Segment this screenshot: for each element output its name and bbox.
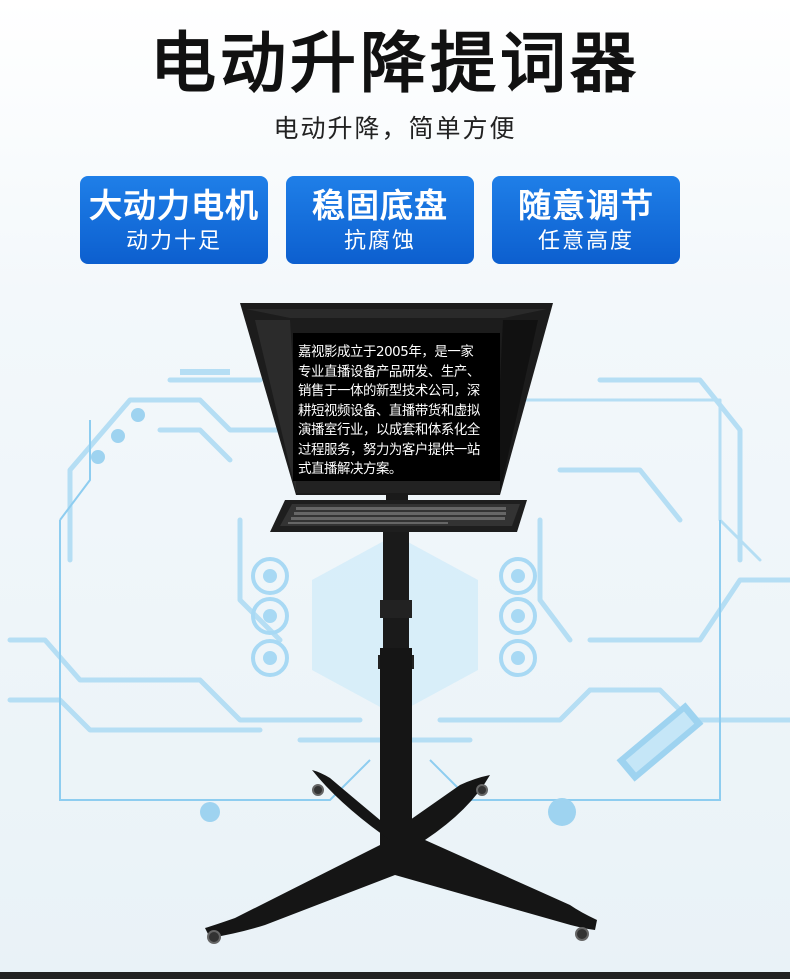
teleprompter-screen-text: 嘉视影成立于2005年，是一家 专业直播设备产品研发、生产、 销售于一体的新型技… (298, 343, 498, 480)
page-subtitle: 电动升降，简单方便 (273, 114, 517, 143)
feature-heading: 随意调节 (518, 186, 654, 225)
feature-badge-motor: 大动力电机 动力十足 (80, 176, 268, 264)
screen-line: 过程服务，努力为客户提供一站 (298, 442, 480, 458)
page-title: 电动升降提词器 (150, 25, 640, 102)
feature-badge-adjust: 随意调节 任意高度 (492, 176, 680, 264)
feature-sub: 抗腐蚀 (343, 229, 416, 254)
screen-line: 销售于一体的新型技术公司，深 (298, 384, 480, 399)
feature-heading: 稳固底盘 (312, 186, 448, 225)
feature-heading: 大动力电机 (89, 186, 259, 225)
feature-sub: 动力十足 (125, 229, 222, 254)
screen-line: 专业直播设备产品研发、生产、 (298, 364, 480, 380)
screen-line: 演播室行业，以成套和体系化全 (298, 423, 480, 438)
feature-badge-base: 稳固底盘 抗腐蚀 (286, 176, 474, 264)
screen-line: 嘉视影成立于2005年，是一家 (298, 345, 474, 360)
bottom-divider (0, 972, 790, 979)
screen-line: 耕短视频设备、直播带货和虚拟 (298, 403, 480, 419)
screen-line: 式直播解决方案。 (298, 462, 402, 477)
feature-sub: 任意高度 (537, 229, 634, 254)
